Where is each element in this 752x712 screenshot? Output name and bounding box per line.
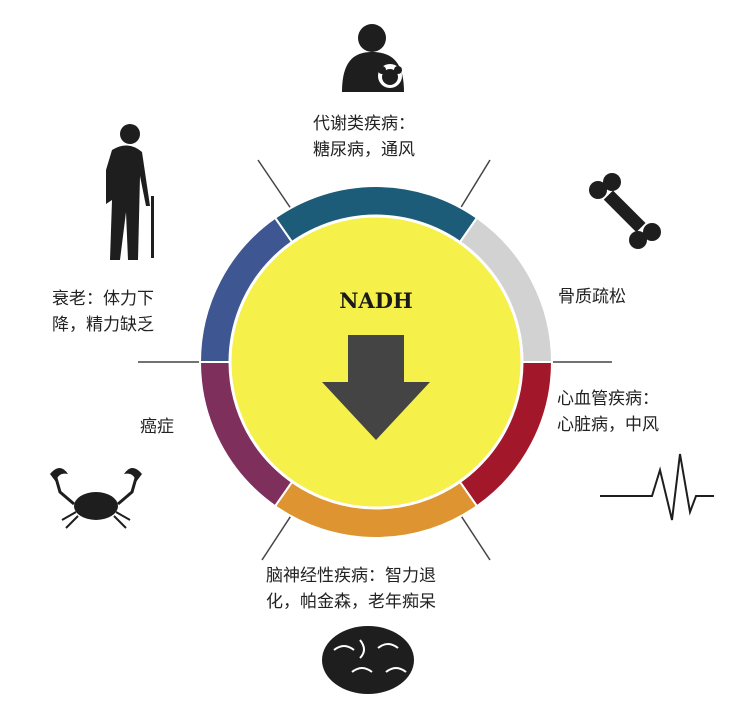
center-title: NADH — [339, 288, 413, 313]
down-arrow-icon — [322, 335, 430, 440]
label-osteoporosis: 骨质疏松 — [558, 284, 626, 310]
label-cancer: 癌症 — [140, 414, 174, 440]
label-cardiovascular-disease: 心血管疾病： 心脏病，中风 — [557, 386, 659, 438]
person-with-dog-icon — [342, 24, 404, 92]
label-neurological-disease: 脑神经性疾病：智力退 化，帕金森，老年痴呆 — [266, 563, 436, 615]
bone-icon — [589, 173, 661, 249]
crab-icon — [50, 468, 142, 529]
label-line: 糖尿病，通风 — [313, 140, 415, 160]
label-line: 脑神经性疾病：智力退 — [266, 566, 436, 586]
label-line: 心血管疾病： — [557, 389, 659, 409]
heartbeat-icon — [600, 453, 714, 521]
label-aging: 衰老：体力下 降，精力缺乏 — [52, 286, 154, 338]
ring-segments — [198, 185, 554, 539]
label-line: 衰老：体力下 — [52, 289, 154, 309]
label-line: 化，帕金森，老年痴呆 — [266, 592, 436, 612]
elderly-person-icon — [106, 124, 154, 260]
label-line: 降，精力缺乏 — [52, 315, 154, 335]
label-line: 代谢类疾病： — [313, 114, 415, 134]
label-line: 骨质疏松 — [558, 287, 626, 307]
label-line: 心脏病，中风 — [557, 415, 659, 435]
label-line: 癌症 — [140, 417, 174, 437]
label-metabolic-disease: 代谢类疾病： 糖尿病，通风 — [313, 111, 415, 163]
brain-icon — [322, 626, 414, 694]
